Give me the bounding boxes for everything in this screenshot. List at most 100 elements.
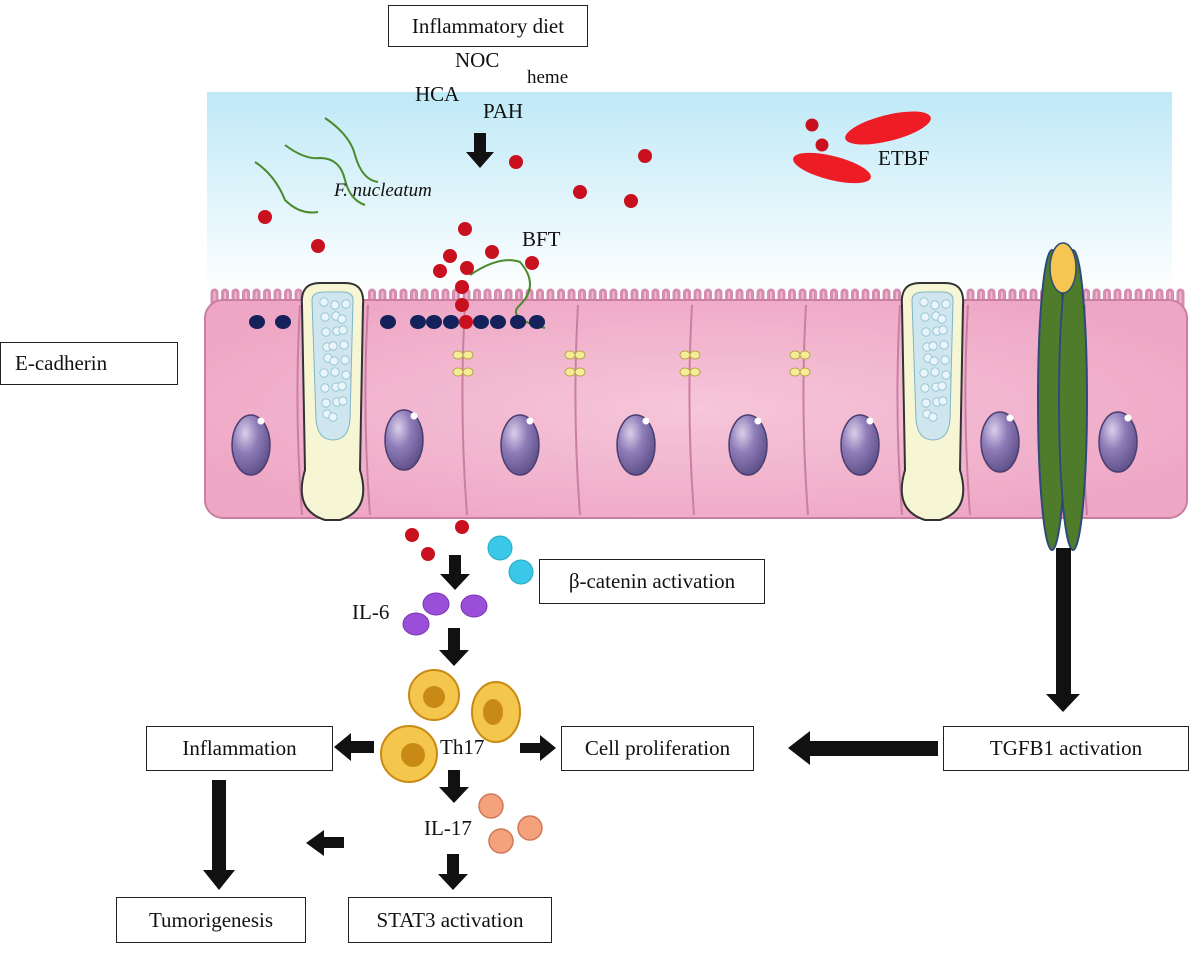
bft-toxin-particle (443, 249, 457, 263)
tight-junction (799, 367, 811, 377)
mucin-granule (938, 396, 948, 406)
cell-border (461, 304, 468, 516)
tight-junction (574, 367, 586, 377)
e-cadherin-particle (529, 315, 545, 329)
e-cadherin-particle (443, 315, 459, 329)
beta-catenin-box: β-catenin activation (539, 559, 765, 604)
mucin-granule (941, 299, 951, 309)
bft-toxin-particle (459, 315, 473, 329)
nucleus (1098, 411, 1138, 473)
goblet-cell (300, 282, 365, 521)
nucleus-highlight (1124, 414, 1132, 422)
nucleus (728, 414, 768, 476)
mucin-granule (921, 327, 931, 337)
goblet-cell (900, 282, 965, 521)
tight-junction (452, 367, 464, 377)
tight-junction (799, 350, 811, 360)
fusobacterium-filaments (254, 117, 546, 329)
e-cadherin-particle (249, 315, 265, 329)
tgfb-receptor (1037, 242, 1088, 551)
mucin-granule (319, 297, 329, 307)
bft-toxin-particle (311, 239, 325, 253)
mucin-granule (329, 356, 339, 366)
cell-border (964, 304, 971, 516)
e-cadherin-particle (275, 315, 291, 329)
bft-toxin-particle (455, 280, 469, 294)
mucin-granule (930, 367, 940, 377)
mucin-granule (320, 383, 330, 393)
tight-junction (679, 367, 691, 377)
nucleus-highlight (642, 417, 650, 425)
mucin-granule (321, 398, 331, 408)
tight-junction (462, 350, 474, 360)
tight-junctions (452, 350, 811, 377)
nucleus-highlight (1006, 414, 1014, 422)
e-cadherin-particle (426, 315, 442, 329)
tight-junction (689, 350, 701, 360)
tight-junction (462, 367, 474, 377)
cell-border (574, 304, 581, 516)
tight-junction (789, 367, 801, 377)
e-cadherin-particle (410, 315, 426, 329)
mucin-granule (928, 341, 938, 351)
tgfb1-activation-box: TGFB1 activation (943, 726, 1189, 771)
e-cadherin-particle (473, 315, 489, 329)
tight-junction (679, 350, 691, 360)
mucin-granule (321, 327, 331, 337)
pathway-arrows (203, 133, 1080, 890)
mucin-granule (339, 340, 349, 350)
nucleus (980, 411, 1020, 473)
mucin-granule (941, 370, 951, 380)
bft-toxin-particle (573, 185, 587, 199)
bft-toxin-particle (421, 547, 435, 561)
noc-label: NOC (455, 48, 500, 72)
mucin-granule (937, 381, 947, 391)
th17-cells (380, 669, 521, 783)
il6-particles (402, 592, 488, 636)
mucin-granule (330, 367, 340, 377)
bft-toxin-particle (638, 149, 652, 163)
pah-label: PAH (483, 99, 524, 123)
nucleus (500, 414, 540, 476)
bft-toxin-particle (258, 210, 272, 224)
bft-toxin-particle (455, 520, 469, 534)
nucleus (616, 414, 656, 476)
bft-toxin-particle (458, 222, 472, 236)
e-cadherin-legend-box: E-cadherin (0, 342, 178, 385)
cell-border (296, 304, 303, 516)
bft-toxin-particle (433, 264, 447, 278)
mucin-granule (938, 325, 948, 335)
nucleus-highlight (257, 417, 265, 425)
etbf-bacteria (793, 111, 931, 184)
tumorigenesis-box: Tumorigenesis (116, 897, 306, 943)
mucin-granule (939, 340, 949, 350)
intestinal-lumen (207, 92, 1172, 296)
stat3-activation-box: STAT3 activation (348, 897, 552, 943)
mucin-granule (920, 312, 930, 322)
mucin-granule (920, 383, 930, 393)
mucin-granule (337, 381, 347, 391)
hca-label: HCA (415, 82, 460, 106)
e-cadherin-label: E-cadherin (15, 351, 108, 375)
bft-toxin-particle (525, 256, 539, 270)
e-cadherin-particle (490, 315, 506, 329)
mucin-granule (919, 297, 929, 307)
cell-border (802, 304, 809, 516)
nucleus (840, 414, 880, 476)
mucin-granule (320, 312, 330, 322)
nucleus-highlight (410, 412, 418, 420)
mucin-granule (937, 314, 947, 324)
tight-junction (574, 350, 586, 360)
tight-junction (689, 367, 701, 377)
e-cadherin-particle (510, 315, 526, 329)
e-cadherin-particles (249, 315, 545, 329)
cell-border (364, 304, 371, 516)
etbf-label: ETBF (878, 146, 930, 170)
nucleus-highlight (866, 417, 874, 425)
mucin-granule (341, 370, 351, 380)
mucin-granule (330, 300, 340, 310)
tight-junction (789, 350, 801, 360)
bft-toxin-particles (258, 149, 652, 561)
mucin-granule (338, 325, 348, 335)
